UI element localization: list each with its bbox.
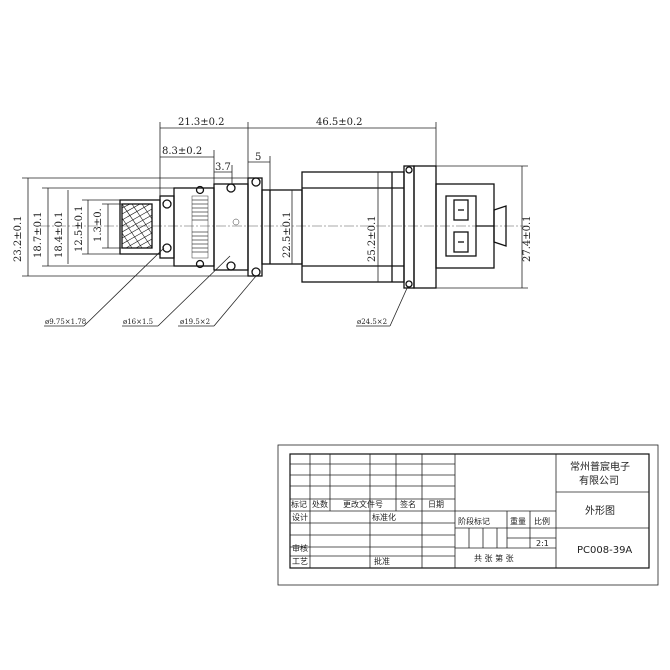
part-outline: [119, 165, 507, 289]
tb-company-line2: 有限公司: [579, 474, 619, 487]
dim-23-2: 23.2±0.1: [13, 215, 24, 262]
tb-drawing-name: 外形图: [585, 505, 615, 517]
oring-label-4: ø24.5×2: [357, 318, 387, 326]
tb-label-ratio: 比例: [534, 516, 550, 526]
dim-18-7: 18.7±0.1: [33, 211, 44, 258]
tb-label-design: 设计: [292, 512, 308, 522]
dim-46-5: 46.5±0.2: [316, 117, 363, 128]
tb-scale: 2:1: [536, 539, 549, 548]
tb-label-date: 日期: [428, 500, 444, 509]
tb-label-change-doc: 更改文件号: [343, 499, 383, 509]
dim-3-7: 3.7: [215, 162, 231, 173]
tb-label-stage-mark: 阶段标记: [458, 516, 490, 526]
oring-label-1: ø9.75×1.78: [45, 318, 86, 326]
tb-label-review: 审核: [292, 543, 308, 553]
title-block: [277, 444, 659, 586]
inner-dimensions: [291, 165, 528, 289]
tb-label-weight: 重量: [510, 516, 526, 526]
tb-label-standardize: 标准化: [372, 512, 396, 522]
leader-lines: [44, 247, 409, 327]
dim-12-5: 12.5±0.1: [74, 205, 85, 252]
tb-company-line1: 常州普宸电子: [570, 460, 630, 473]
tb-label-approve: 批准: [374, 556, 390, 566]
oring-label-2: ø16×1.5: [123, 318, 153, 326]
dim-8-3: 8.3±0.2: [162, 146, 202, 157]
dim-21-3: 21.3±0.2: [178, 117, 225, 128]
dim-1-3: 1.3±0.: [93, 208, 104, 242]
top-dimensions: [159, 122, 437, 196]
tb-label-mark: 标记: [291, 499, 307, 509]
tb-label-sheets: 共 张 第 张: [474, 553, 514, 563]
dim-22-5: 22.5±0.1: [282, 211, 293, 258]
tb-label-signature: 签名: [400, 499, 416, 509]
dim-25-2: 25.2±0.1: [367, 215, 378, 262]
tb-drawing-number: PC008-39A: [577, 545, 632, 556]
dim-27-4: 27.4±0.1: [522, 215, 533, 262]
tb-label-process: 工艺: [292, 557, 308, 566]
tb-label-count: 处数: [312, 499, 328, 509]
dim-18-4: 18.4±0.1: [54, 211, 65, 258]
dim-5: 5: [255, 152, 261, 163]
oring-label-3: ø19.5×2: [180, 318, 210, 326]
